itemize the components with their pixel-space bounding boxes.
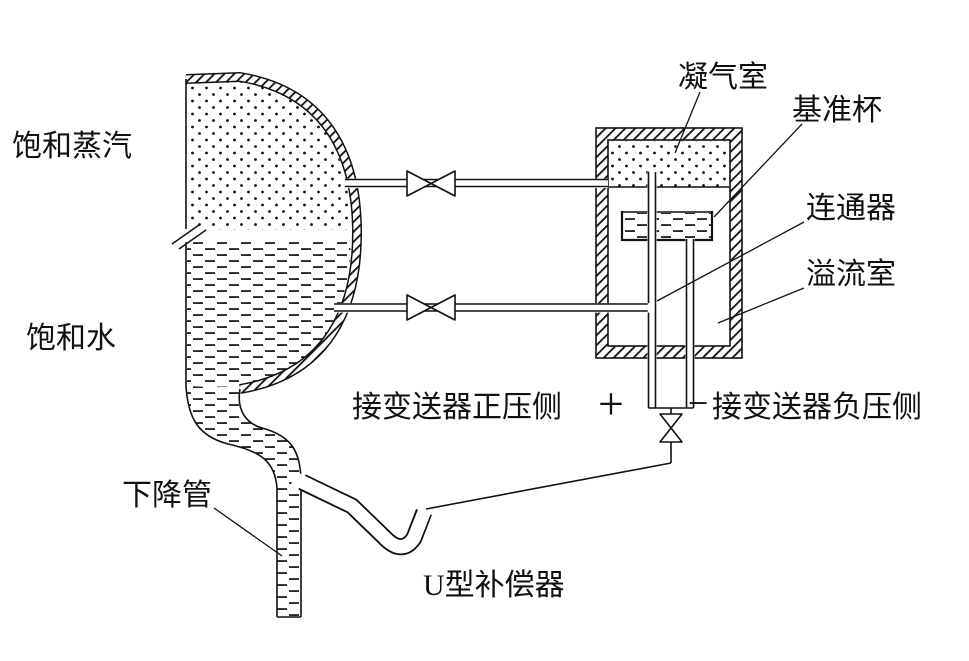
- downcomer-water-fill: [186, 386, 301, 617]
- negative-standpipe-bore: [685, 238, 695, 408]
- drain-valve: [659, 427, 683, 443]
- negative-standpipe: [685, 238, 695, 408]
- label-saturated-steam: 饱和蒸汽: [12, 130, 132, 163]
- downcomer-right-wall: [238, 388, 302, 617]
- leader-condensing-chamber: [674, 91, 701, 154]
- drum-steam-region: [187, 80, 351, 230]
- label-condensing-chamber: 凝气室: [678, 61, 768, 94]
- chamber-steam-space: [609, 141, 729, 187]
- leader-communicating-vessel: [656, 221, 805, 302]
- steam-pipe-bore: [345, 178, 608, 189]
- positive-standpipe: [647, 172, 657, 408]
- label-transmitter-positive: 接变送器正压侧: [352, 391, 562, 424]
- label-downcomer: 下降管: [122, 479, 212, 512]
- leader-reference-cup: [713, 123, 803, 218]
- drum-shell-hatch: [185, 73, 361, 393]
- label-transmitter-negative: 接变送器负压侧: [712, 391, 922, 424]
- label-overflow-chamber: 溢流室: [806, 258, 896, 291]
- drain-assembly: [425, 407, 694, 510]
- water-pipe-bore: [334, 303, 650, 313]
- plus-symbol: +: [598, 378, 624, 429]
- drain-valve: [659, 413, 683, 429]
- minus-symbol: −: [688, 383, 708, 423]
- downcomer-pipe: [185, 385, 302, 618]
- boiler-drum: [171, 71, 363, 394]
- water-pipe-valve: [406, 294, 432, 321]
- u-compensator-pipe: [291, 471, 432, 556]
- u-compensator-bore: [291, 471, 432, 554]
- water-pipe: [334, 294, 650, 321]
- positive-standpipe-bore: [647, 172, 657, 408]
- steam-pipe-valve: [430, 170, 456, 197]
- water-level-break-mark: [178, 229, 207, 250]
- drum-water-region: [187, 242, 351, 387]
- label-u-compensator: U型补偿器: [423, 569, 565, 602]
- cup-water-fill: [623, 213, 711, 240]
- water-pipe-valve: [430, 294, 456, 321]
- condensing-chamber: [595, 127, 743, 359]
- leader-downcomer: [213, 507, 283, 557]
- leader-overflow-chamber: [717, 287, 805, 324]
- label-communicating-vessel: 连通器: [806, 192, 896, 225]
- steam-pipe: [345, 170, 608, 197]
- water-level-break-mark: [171, 224, 200, 245]
- steam-pipe-valve: [406, 170, 432, 197]
- reference-cup: [620, 211, 714, 242]
- label-reference-cup: 基准杯: [792, 94, 882, 127]
- compensator-connection-line: [425, 462, 672, 510]
- label-saturated-water: 饱和水: [26, 322, 116, 355]
- downcomer-left-wall: [185, 385, 278, 617]
- leader-lines: [213, 91, 805, 557]
